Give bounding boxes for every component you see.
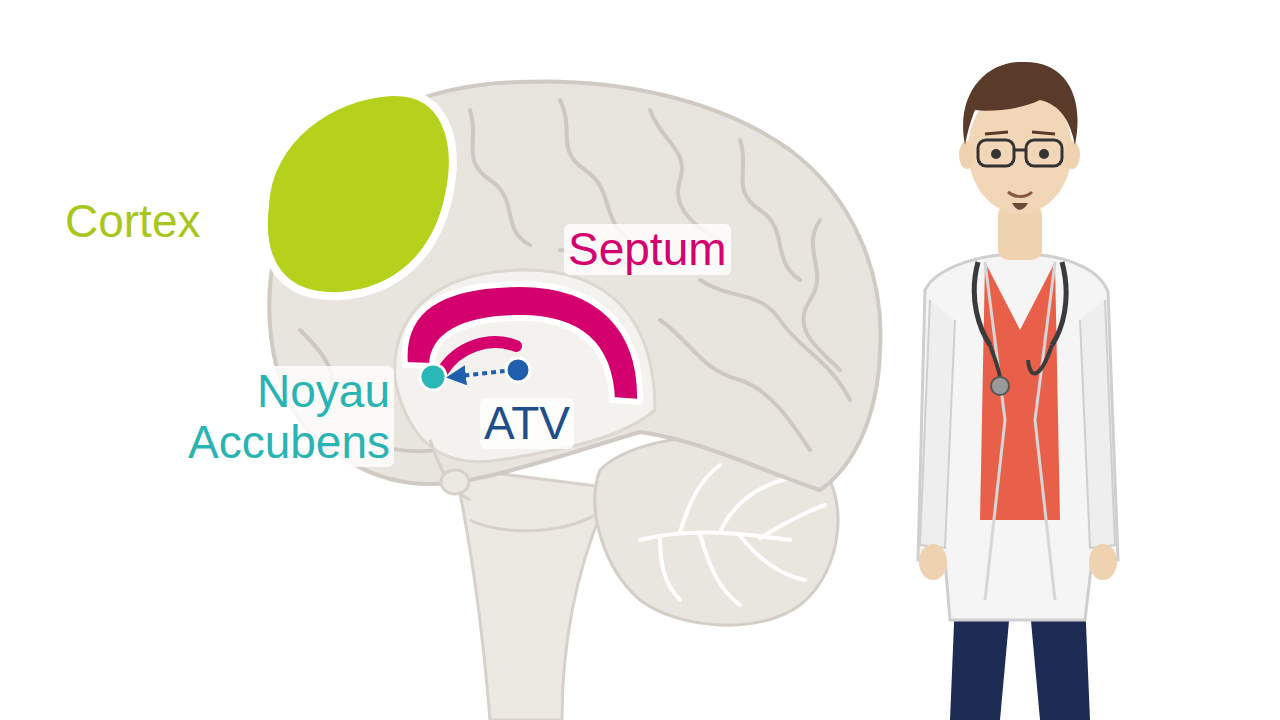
- vta-dot: [506, 358, 530, 382]
- sulcus: [660, 320, 810, 450]
- accumbens-dot: [420, 364, 446, 390]
- doctor-coat: [918, 255, 1118, 620]
- tree-branch: [760, 505, 825, 538]
- sulcus: [740, 140, 800, 280]
- doctor-hand: [919, 544, 947, 580]
- sulcus: [470, 110, 530, 245]
- sulcus: [803, 220, 840, 370]
- doctor-hand: [1089, 544, 1117, 580]
- tree-branch: [720, 478, 790, 532]
- tree-branch: [660, 538, 680, 600]
- accumbens-label: Noyau Accubens: [124, 366, 394, 467]
- sulcus: [700, 280, 850, 400]
- tree-branch: [700, 534, 740, 605]
- brainstem: [455, 468, 612, 720]
- doctor-goatee: [1012, 203, 1028, 210]
- doctor-mouth: [1008, 192, 1032, 197]
- glasses-lens: [1026, 140, 1062, 166]
- glasses-lens: [978, 140, 1014, 166]
- septum-arc: [405, 284, 640, 402]
- stethoscope-chest-piece: [991, 377, 1009, 395]
- doctor-eyebrows: [985, 132, 1055, 134]
- cortex-region: [264, 92, 453, 296]
- pons-line: [470, 515, 595, 531]
- medial-region: [395, 270, 655, 462]
- doctor-eye: [1039, 149, 1049, 159]
- doctor-right-sleeve: [1080, 300, 1115, 548]
- vta-label: ATV: [480, 398, 574, 449]
- doctor-figure: [918, 62, 1118, 720]
- sulcus: [650, 110, 720, 240]
- doctor-ear: [959, 141, 975, 169]
- tree-branch: [740, 536, 805, 580]
- doctor-shirt: [980, 262, 1060, 520]
- cortex-label: Cortex: [65, 196, 200, 247]
- doctor-hair: [963, 62, 1077, 145]
- tree-branch: [680, 465, 720, 532]
- septum-label: Septum: [564, 224, 731, 275]
- dopamine-arrow: [450, 371, 505, 377]
- doctor-left-sleeve: [920, 300, 955, 548]
- coat-lapels: [985, 262, 1055, 600]
- cerebellum-tree: [640, 465, 825, 605]
- hypothalamus-line: [430, 440, 470, 500]
- stethoscope-tube: [990, 345, 1000, 380]
- pituitary: [441, 470, 469, 494]
- stethoscope-tube: [1028, 345, 1052, 374]
- doctor-ear: [1064, 141, 1080, 169]
- glasses-bridge: [1014, 149, 1026, 152]
- doctor-eye: [991, 149, 1001, 159]
- stethoscope-tube: [974, 262, 1066, 345]
- sulcus: [560, 100, 630, 240]
